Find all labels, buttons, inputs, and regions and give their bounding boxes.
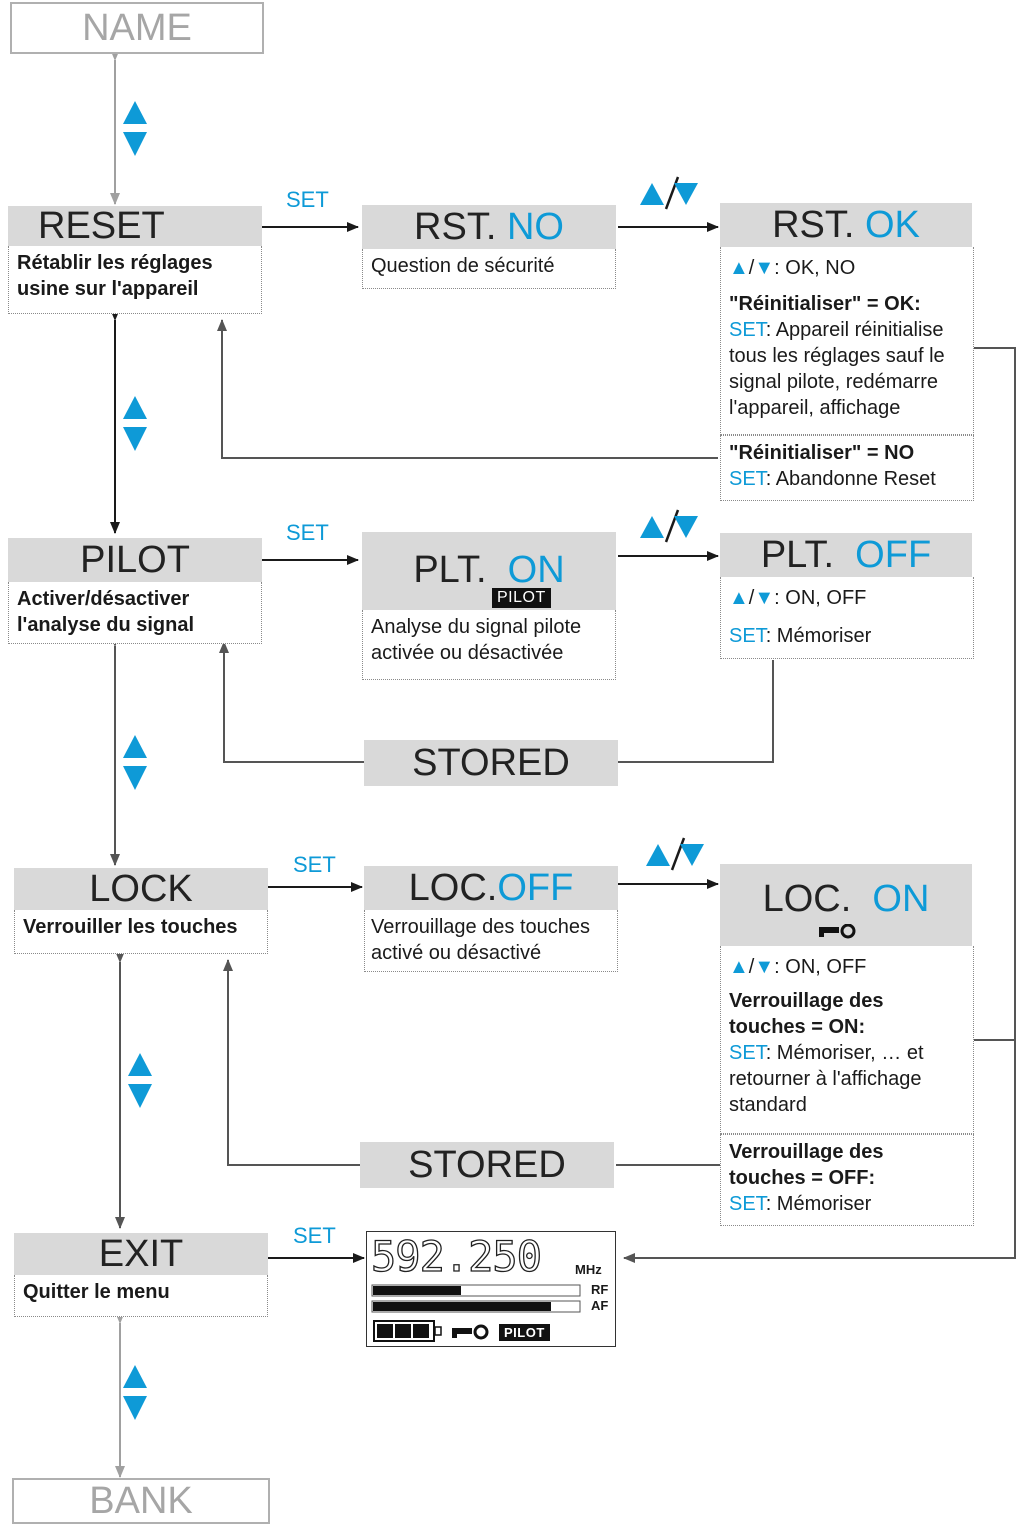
rst-no-title: "Réinitialiser" = NO bbox=[729, 442, 915, 464]
menu-exit[interactable]: EXIT bbox=[14, 1233, 268, 1275]
display-pilot-badge: PILOT bbox=[499, 1324, 550, 1341]
menu-bank[interactable]: BANK bbox=[12, 1478, 270, 1524]
rst-no-description: Question de sécurité bbox=[362, 249, 616, 289]
lock-description: Verrouiller les touches bbox=[14, 910, 268, 954]
rst-ok-panel: ▲/▼: OK, NO "Réinitialiser" = OK: SET: A… bbox=[720, 247, 974, 435]
up-down-arrows-icon bbox=[123, 1365, 147, 1420]
pilot-badge: PILOT bbox=[492, 588, 551, 608]
plt-off-panel: ▲/▼: ON, OFF SET: Mémoriser bbox=[720, 577, 974, 659]
key-icon bbox=[819, 924, 856, 939]
rf-label: RF bbox=[591, 1282, 609, 1297]
down-arrow-icon: ▼ bbox=[754, 257, 775, 279]
rst-ok-value: OK bbox=[865, 204, 920, 246]
up-down-arrows-icon bbox=[123, 396, 147, 451]
lock-stored: STORED bbox=[360, 1142, 614, 1188]
up-down-arrows-icon bbox=[128, 1053, 152, 1108]
loc-prefix: LOC. bbox=[762, 878, 852, 920]
loc-off-description: Verrouillage des touches activé ou désac… bbox=[364, 910, 618, 972]
reset-description: Rétablir les réglages usine sur l'appare… bbox=[8, 246, 262, 314]
menu-lock[interactable]: LOCK bbox=[14, 868, 268, 910]
rst-ok-options: ▲/▼: OK, NO bbox=[729, 257, 856, 279]
battery-icon bbox=[373, 1320, 442, 1342]
rst-ok-text: SET: Appareil réinitialise tous les régl… bbox=[729, 319, 945, 419]
unit-label: MHz bbox=[575, 1262, 602, 1277]
up-arrow-icon: ▲ bbox=[729, 257, 749, 279]
loc-off-panel: Verrouillage des touches = OFF: SET: Mém… bbox=[720, 1134, 974, 1226]
frequency-readout: 592.250 bbox=[370, 1231, 542, 1281]
af-label: AF bbox=[591, 1298, 609, 1313]
lock-key-icon bbox=[452, 1324, 489, 1340]
pilot-stored: STORED bbox=[364, 740, 618, 786]
loc-on-panel: ▲/▼: ON, OFF Verrouillage des touches = … bbox=[720, 946, 974, 1134]
loc-off-title: Verrouillage des touches = OFF: bbox=[729, 1141, 884, 1189]
plt-on-description: Analyse du signal pilote activée ou désa… bbox=[362, 610, 616, 680]
down-arrow-icon: ▼ bbox=[754, 956, 775, 978]
menu-pilot[interactable]: PILOT bbox=[8, 538, 262, 582]
loc-prefix: LOC. bbox=[408, 867, 498, 909]
rst-no-text: SET: Abandonne Reset bbox=[729, 468, 936, 490]
rst-no-display: RST. NO bbox=[362, 205, 616, 249]
up-arrow-icon: ▲ bbox=[729, 956, 749, 978]
rst-ok-display: RST. OK bbox=[720, 203, 972, 247]
plt-on-display: PLT. ON bbox=[362, 532, 616, 610]
up-slash-down-icon bbox=[640, 509, 698, 543]
rst-no-value: NO bbox=[506, 206, 564, 248]
up-down-arrows-icon bbox=[123, 101, 147, 156]
set-label: SET bbox=[286, 520, 329, 545]
down-arrow-icon: ▼ bbox=[754, 587, 775, 609]
rst-no-panel: "Réinitialiser" = NO SET: Abandonne Rese… bbox=[720, 435, 974, 501]
pilot-description: Activer/désactiver l'analyse du signal bbox=[8, 582, 262, 644]
up-down-arrows-icon bbox=[123, 735, 147, 790]
plt-off-display: PLT. OFF bbox=[720, 533, 972, 577]
plt-on-value: ON bbox=[507, 549, 565, 591]
set-label: SET bbox=[286, 187, 329, 212]
loc-on-value: ON bbox=[872, 878, 930, 920]
rst-ok-title: "Réinitialiser" = OK: bbox=[729, 293, 921, 315]
loc-on-display: LOC. ON bbox=[720, 864, 972, 946]
set-label: SET bbox=[293, 1223, 336, 1248]
plt-prefix: PLT. bbox=[413, 549, 487, 591]
standard-display: 592.250 MHz RF AF PILOT bbox=[366, 1231, 616, 1347]
up-slash-down-icon bbox=[640, 176, 698, 210]
rst-prefix: RST. bbox=[414, 206, 497, 248]
plt-prefix: PLT. bbox=[760, 534, 835, 576]
loc-off-value: OFF bbox=[497, 867, 574, 909]
exit-description: Quitter le menu bbox=[14, 1275, 268, 1317]
level-meters bbox=[371, 1284, 581, 1313]
menu-name[interactable]: NAME bbox=[10, 2, 264, 54]
set-label: SET bbox=[293, 852, 336, 877]
up-arrow-icon: ▲ bbox=[729, 587, 749, 609]
rst-prefix: RST. bbox=[772, 204, 855, 246]
loc-off-display: LOC.OFF bbox=[364, 866, 618, 910]
menu-reset[interactable]: RESET bbox=[8, 206, 262, 246]
up-slash-down-icon bbox=[646, 837, 704, 871]
plt-off-value: OFF bbox=[855, 534, 932, 576]
loc-on-title: Verrouillage des touches = ON: bbox=[729, 990, 884, 1038]
